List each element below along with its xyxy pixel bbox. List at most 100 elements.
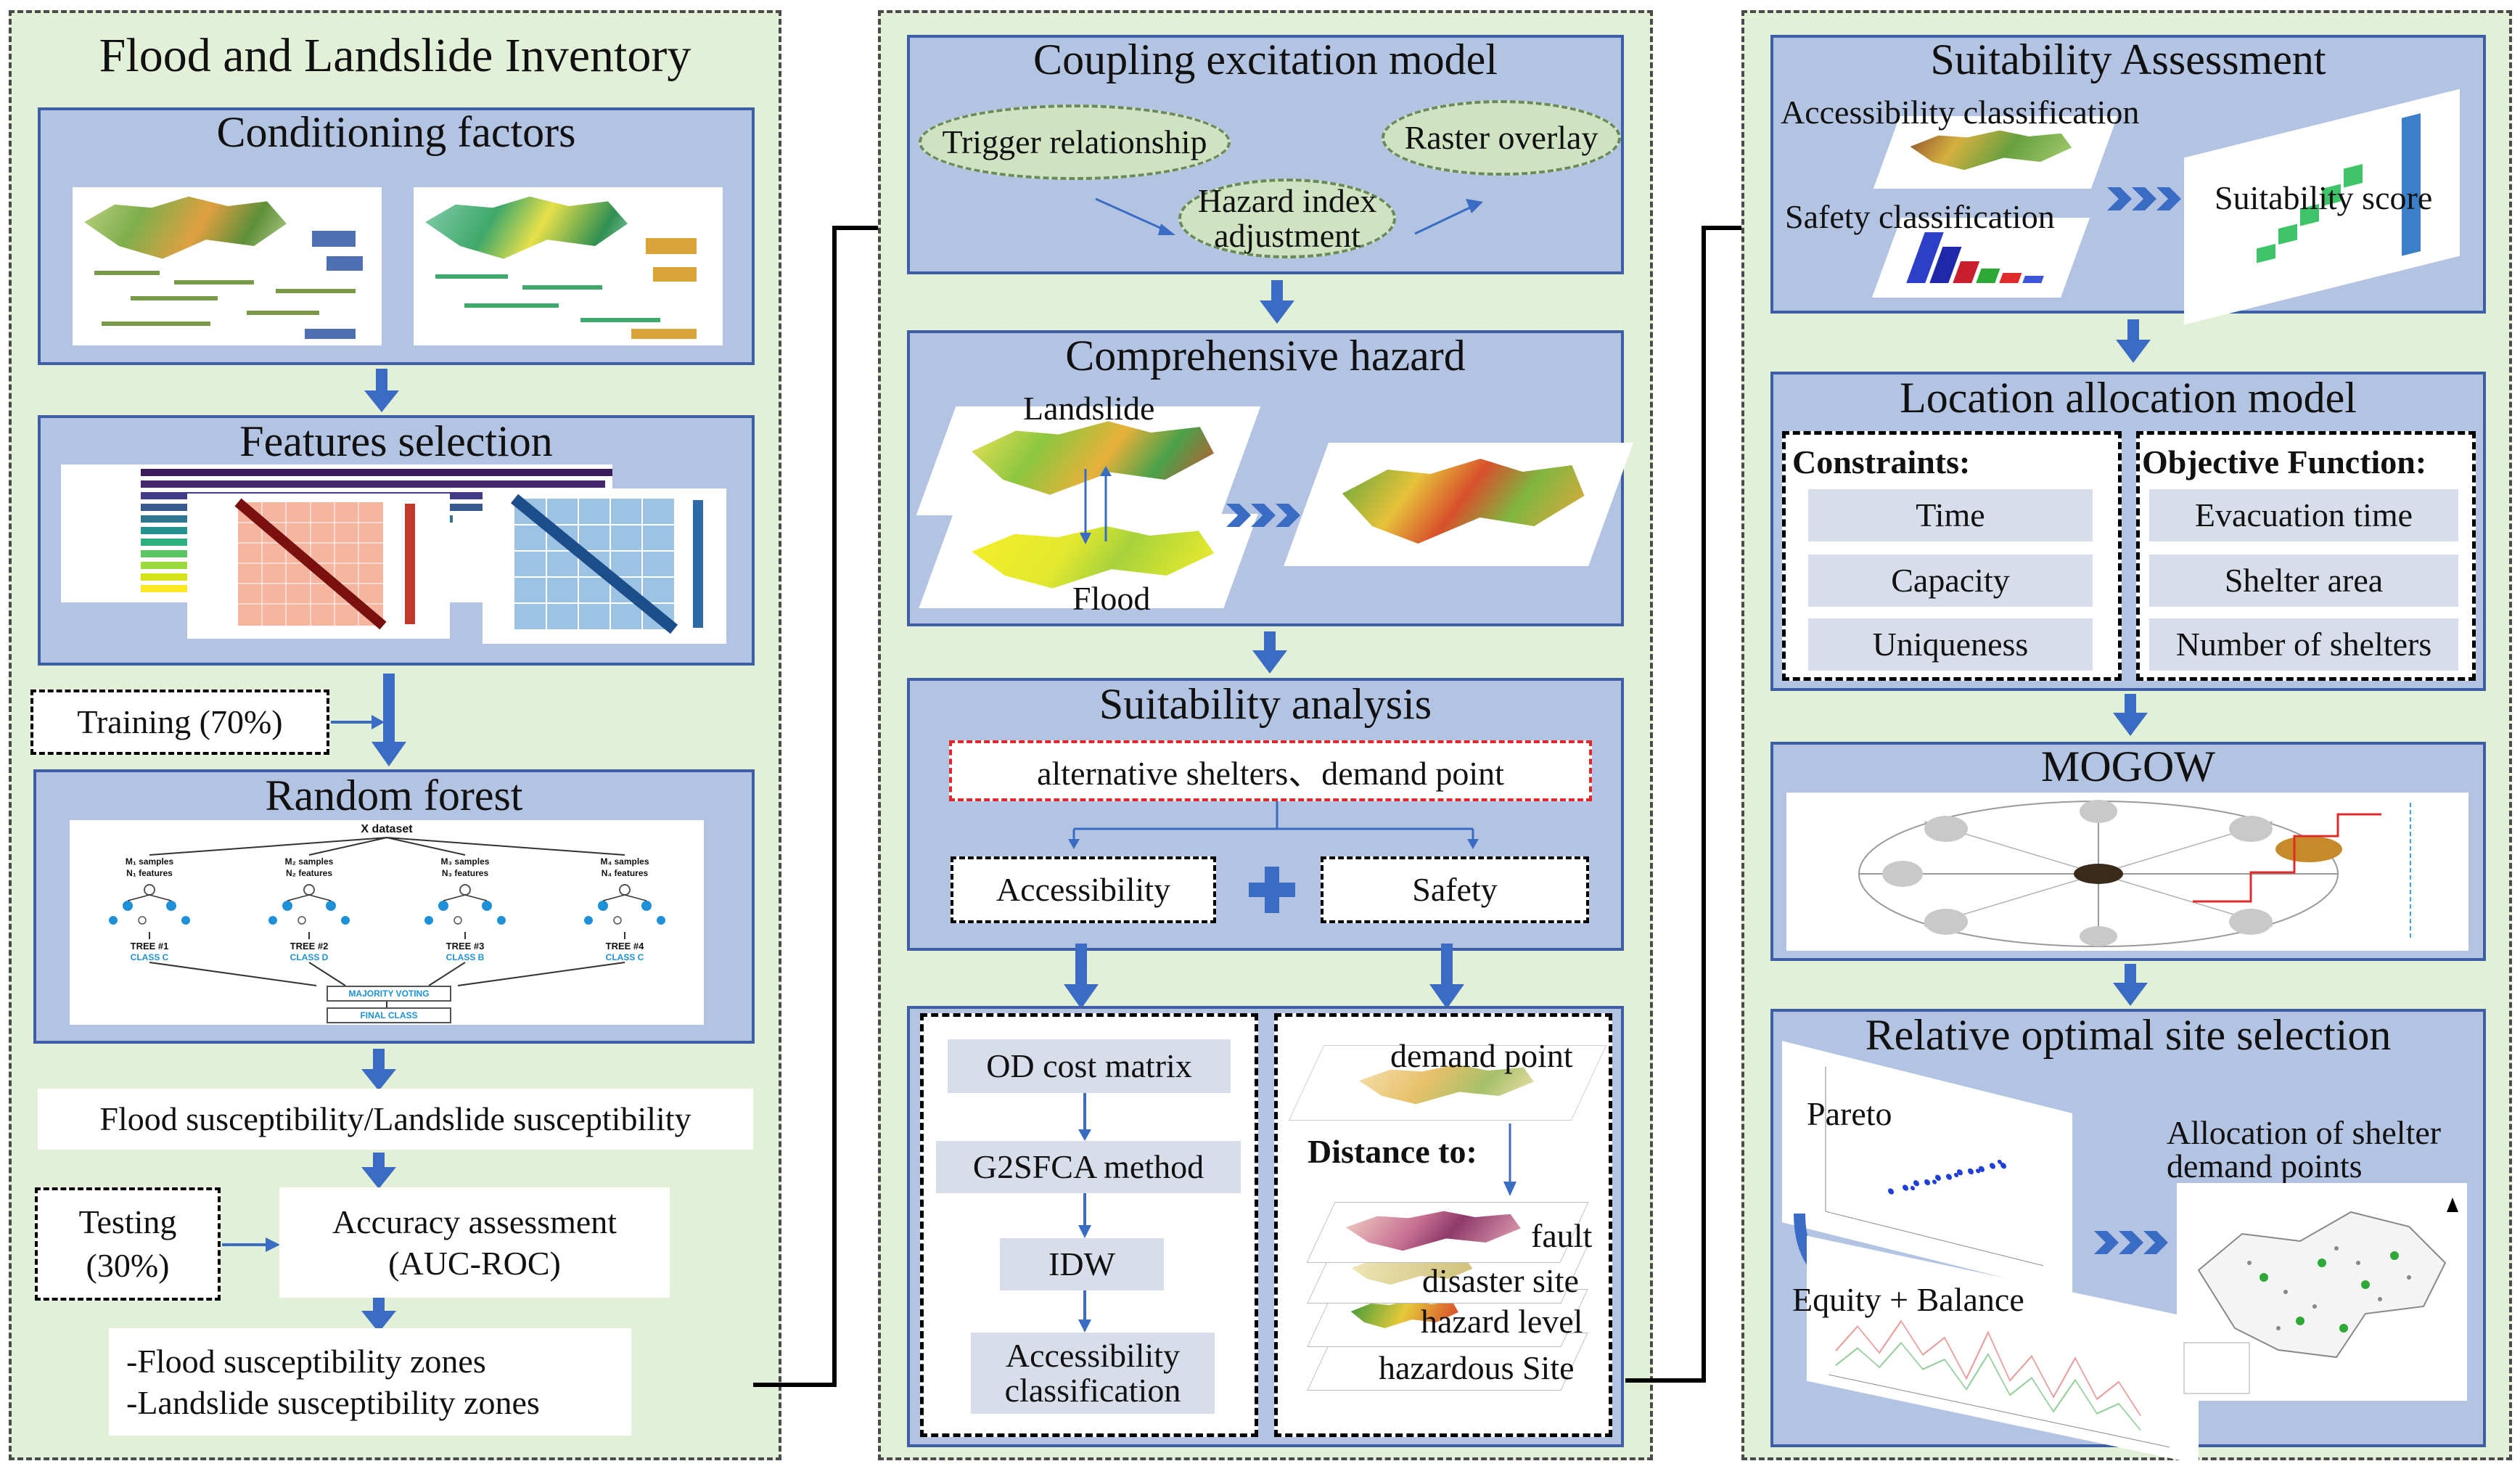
- rf-tree1-samples: M₁ samples: [125, 856, 174, 867]
- arrow-down-10: [2116, 319, 2151, 363]
- rf-tree3-features: N₃ features: [441, 868, 489, 878]
- coupling-arrows: [1095, 197, 1483, 235]
- pareto-chart: [1782, 1041, 2072, 1295]
- constraints-label: Constraints:: [1792, 443, 1971, 480]
- arrow-down-8: [1064, 944, 1099, 1009]
- suitability-assessment-title: Suitability Assessment: [1930, 36, 2326, 83]
- arrow-down-6: [1260, 280, 1294, 324]
- plus-icon: [1249, 867, 1295, 913]
- random-forest-title: Random forest: [265, 772, 523, 819]
- mogow-diagram: [1786, 793, 2468, 951]
- objective-label: Objective Function:: [2142, 443, 2427, 480]
- mogow-title: MOGOW: [2041, 742, 2215, 790]
- accessibility-box: Accessibility: [951, 856, 1216, 923]
- acc-class-line-1: Accessibility: [1005, 1336, 1181, 1374]
- constraint-time: Time: [1808, 489, 2093, 541]
- equity-balance-chart: [1807, 1235, 2199, 1465]
- rf-tree4-label: TREE #4: [605, 941, 644, 952]
- safety-classification-label: Safety classification: [1785, 198, 2055, 235]
- accuracy-line-2: (AUC-ROC): [388, 1245, 561, 1282]
- arrow-down-11: [2113, 694, 2148, 736]
- distance-arrow: [1503, 1124, 1516, 1196]
- testing-box: Testing (30%): [35, 1187, 221, 1301]
- testing-line-1: Testing: [78, 1203, 177, 1241]
- arrow-down-3: [361, 1049, 396, 1091]
- suitability-analysis-title: Suitability analysis: [1099, 680, 1432, 728]
- coupling-model-title: Coupling excitation model: [1033, 36, 1498, 83]
- triple-chevron-2: [2107, 184, 2187, 213]
- accessibility-classification-box: Accessibility classification: [971, 1333, 1215, 1414]
- acc-class-line-2: classification: [1004, 1372, 1181, 1409]
- rf-tree2-features: N₂ features: [285, 868, 333, 878]
- random-forest-diagram: X dataset M₁ samples N: [70, 820, 704, 1025]
- training-arrow: [331, 715, 385, 729]
- arrow-down-5: [361, 1298, 396, 1333]
- alternative-shelters-box: alternative shelters、demand point: [949, 740, 1592, 801]
- arrow-down-7: [1252, 631, 1287, 674]
- training-box: Training (70%): [30, 690, 329, 755]
- arrow-down-9: [1429, 944, 1464, 1009]
- conditioning-factors-figure-1: [73, 187, 382, 345]
- constraint-uniqueness: Uniqueness: [1808, 618, 2093, 671]
- g2sfca-box: G2SFCA method: [936, 1141, 1241, 1193]
- testing-line-2: (30%): [86, 1247, 170, 1284]
- rf-tree3-class: CLASS B: [446, 952, 485, 962]
- objective-shelter-area: Shelter area: [2149, 555, 2458, 607]
- comprehensive-hazard-title: Comprehensive hazard: [1065, 332, 1466, 380]
- connector-1-to-2: [753, 216, 898, 1387]
- landslide-label: Landslide: [1023, 390, 1155, 427]
- flood-label: Flood: [1072, 580, 1151, 617]
- rf-tree3-label: TREE #3: [446, 941, 485, 952]
- fault-label: fault: [1531, 1217, 1593, 1254]
- accessibility-steps-arrows: [1078, 1093, 1091, 1333]
- suitability-score-label: Suitability score: [2215, 179, 2433, 216]
- objective-number-of-shelters: Number of shelters: [2149, 618, 2458, 671]
- rf-dataset-label: X dataset: [361, 823, 413, 835]
- conditioning-factors-title: Conditioning factors: [216, 108, 576, 156]
- pareto-label: Pareto: [1807, 1095, 1892, 1132]
- triple-chevron-3: [2094, 1228, 2174, 1257]
- location-allocation-title: Location allocation model: [1900, 374, 2357, 422]
- accessibility-classification-label: Accessibility classification: [1781, 94, 2140, 131]
- safety-classification-chart: [1871, 218, 2090, 298]
- distance-to-label: Distance to:: [1308, 1133, 1477, 1170]
- features-selection-title: Features selection: [239, 417, 553, 465]
- hazard-index-line-2: adjustment: [1214, 217, 1360, 254]
- suitability-split-arrows: [1068, 801, 1479, 849]
- rf-tree3-samples: M₃ samples: [440, 856, 490, 867]
- objective-evacuation-time: Evacuation time: [2149, 489, 2458, 541]
- susceptibility-box: Flood susceptibility/Landslide susceptib…: [38, 1089, 753, 1150]
- rf-tree1-features: N₁ features: [126, 868, 173, 878]
- rf-tree2-label: TREE #2: [290, 941, 329, 952]
- conditioning-factors-figure-2: [414, 187, 723, 345]
- od-cost-matrix-box: OD cost matrix: [948, 1039, 1231, 1093]
- rf-tree2-samples: M₂ samples: [284, 856, 334, 867]
- allocation-line-1: Allocation of shelter: [2167, 1114, 2442, 1151]
- hazard-index-line-1: Hazard index: [1197, 181, 1377, 219]
- rf-tree2-class: CLASS D: [290, 952, 329, 962]
- rf-tree4-samples: M₄ samples: [600, 856, 649, 867]
- allocation-line-2: demand points: [2167, 1147, 2363, 1184]
- arrow-down-4: [361, 1153, 396, 1189]
- idw-box: IDW: [1000, 1238, 1164, 1290]
- zones-line-1: -Flood susceptibility zones: [126, 1342, 486, 1380]
- trigger-relationship-oval: Trigger relationship: [919, 105, 1231, 180]
- rf-final-class: FINAL CLASS: [360, 1010, 418, 1020]
- accuracy-line-1: Accuracy assessment: [332, 1203, 617, 1240]
- equity-balance-label: Equity + Balance: [1792, 1281, 2024, 1318]
- triple-chevron-1: [1226, 501, 1306, 530]
- rf-majority-voting: MAJORITY VOTING: [348, 989, 430, 999]
- zones-box: -Flood susceptibility zones -Landslide s…: [109, 1328, 631, 1436]
- allocation-map: [2177, 1183, 2467, 1401]
- arrow-down-2: [372, 674, 406, 766]
- rf-tree4-features: N₄ features: [601, 868, 649, 878]
- hazardous-site-label: hazardous Site: [1379, 1349, 1575, 1386]
- demand-point-label: demand point: [1390, 1037, 1573, 1074]
- constraint-capacity: Capacity: [1808, 555, 2093, 607]
- rf-tree1-class: CLASS C: [130, 952, 169, 962]
- correlation-matrix-blue: [483, 488, 726, 644]
- safety-box: Safety: [1321, 856, 1589, 923]
- arrow-down-1: [364, 369, 399, 412]
- zones-line-2: -Landslide susceptibility zones: [126, 1384, 540, 1421]
- rf-tree1-label: TREE #1: [130, 941, 169, 952]
